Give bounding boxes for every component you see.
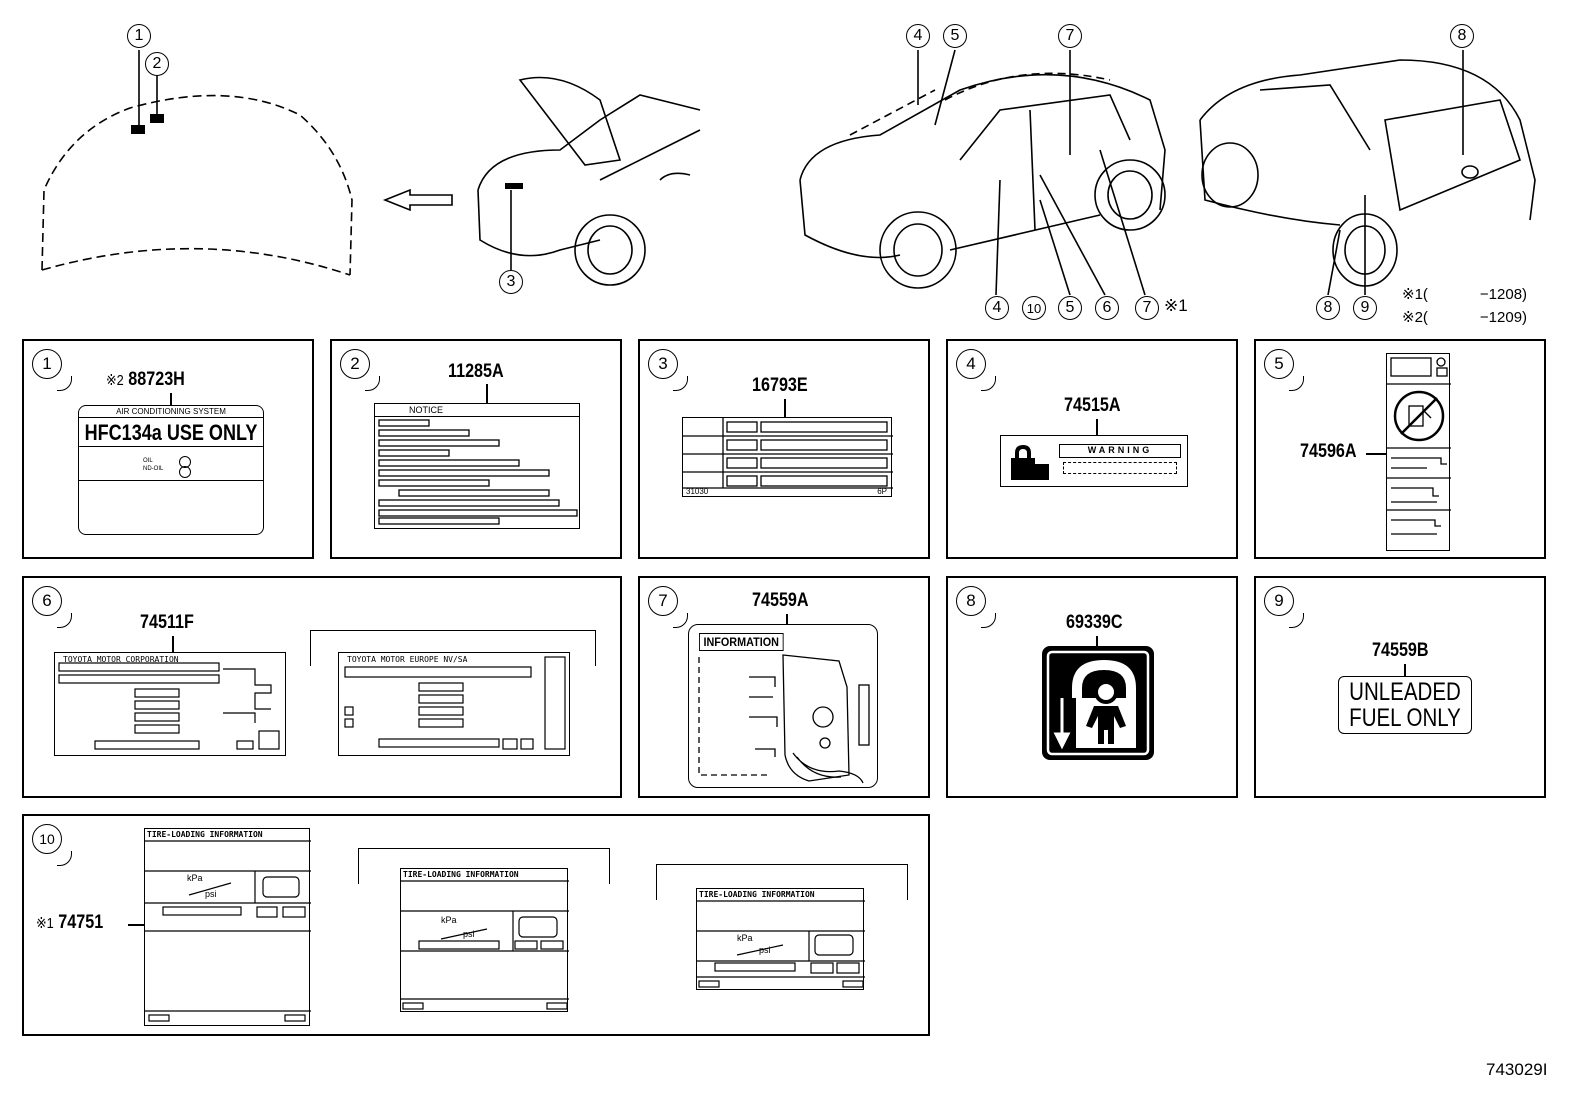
note-2: ※2(−1209) — [1402, 309, 1528, 326]
callout-3: 3 — [499, 270, 523, 294]
part-number: 74511F — [140, 612, 194, 633]
panel-number: 3 — [648, 349, 688, 391]
callout-9-bottom: 9 — [1353, 296, 1377, 320]
label-74511F-right: TOYOTA MOTOR EUROPE NV/SA — [338, 652, 570, 756]
callout-7: 7 — [1058, 24, 1082, 48]
label-88723H: AIR CONDITIONING SYSTEM HFC134a USE ONLY… — [78, 405, 264, 535]
note-mark: ※1 — [36, 915, 54, 932]
panel-4: 4 74515A WARNING — [946, 339, 1238, 559]
panel-9: 9 74559B UNLEADED FUEL ONLY — [1254, 576, 1546, 798]
callout-1: 1 — [127, 24, 151, 48]
panel-8: 8 69339C — [946, 576, 1238, 798]
callout-7-bottom: 7 — [1135, 296, 1159, 320]
lock-icon — [1007, 444, 1051, 482]
panel-1: 1 ※2 88723H AIR CONDITIONING SYSTEM HFC1… — [22, 339, 314, 559]
callout-10-bottom: 10 — [1022, 296, 1046, 320]
note-mark: ※2 — [106, 372, 124, 389]
panel-10: 10 ※1 74751 TIRE-LOADING INFORMATION kPa… — [22, 814, 930, 1036]
tire-label-medium: TIRE-LOADING INFORMATION kPa psi — [400, 868, 569, 1012]
tire-label-small: TIRE-LOADING INFORMATION kPa psi — [696, 888, 865, 990]
panel-3: 3 16793E 31030 6P — [638, 339, 930, 559]
label-74596A — [1386, 353, 1451, 551]
callout-2: 2 — [145, 52, 169, 76]
panel-number: 8 — [956, 586, 996, 628]
part-number: 74596A — [1300, 441, 1357, 462]
panel-6: 6 74511F TOYOTA MOTOR CORPORATION TOYOTA… — [22, 576, 622, 798]
label-74559A: INFORMATION — [688, 624, 878, 788]
callout-8-bottom: 8 — [1316, 296, 1340, 320]
panel-number: 5 — [1264, 349, 1304, 391]
note-1: ※1(−1208) — [1402, 286, 1528, 303]
callout-6-bottom: 6 — [1095, 296, 1119, 320]
tire-label-large: TIRE-LOADING INFORMATION kPa psi — [144, 828, 311, 1026]
part-number: 11285A — [448, 361, 504, 382]
part-number: 74751 — [58, 912, 104, 933]
part-number: 74559A — [752, 590, 809, 611]
panel-7: 7 74559A INFORMATION — [638, 576, 930, 798]
part-number: 74515A — [1064, 395, 1121, 416]
part-number: 69339C — [1066, 612, 1123, 633]
panel-number: 4 — [956, 349, 996, 391]
panel-number: 7 — [648, 586, 688, 628]
figure-id: 743029I — [1486, 1060, 1548, 1079]
top-illustrations — [41, 49, 1536, 296]
label-74511F-left: TOYOTA MOTOR CORPORATION — [54, 652, 286, 756]
callout-5-bottom: 5 — [1058, 296, 1082, 320]
callout-8: 8 — [1450, 24, 1474, 48]
child-lock-icon — [1042, 646, 1154, 760]
label-16793E: 31030 6P — [682, 417, 893, 497]
panel-5: 5 74596A — [1254, 339, 1546, 559]
callout-4: 4 — [906, 24, 930, 48]
part-number: 88723H — [128, 369, 185, 390]
label-74559B: UNLEADED FUEL ONLY — [1338, 676, 1472, 734]
panel-number: 6 — [32, 586, 72, 628]
part-number: 74559B — [1372, 640, 1429, 661]
panel-number: 2 — [340, 349, 380, 391]
note-mark-1: ※1 — [1164, 296, 1188, 315]
label-74515A: WARNING — [1000, 435, 1188, 487]
panel-number: 1 — [32, 349, 72, 391]
panel-number: 9 — [1264, 586, 1304, 628]
panel-2: 2 11285A NOTICE — [330, 339, 622, 559]
panel-number: 10 — [32, 824, 72, 866]
callout-5: 5 — [943, 24, 967, 48]
label-11285A: NOTICE — [374, 403, 580, 529]
part-number: 16793E — [752, 375, 808, 396]
callout-4-bottom: 4 — [985, 296, 1009, 320]
